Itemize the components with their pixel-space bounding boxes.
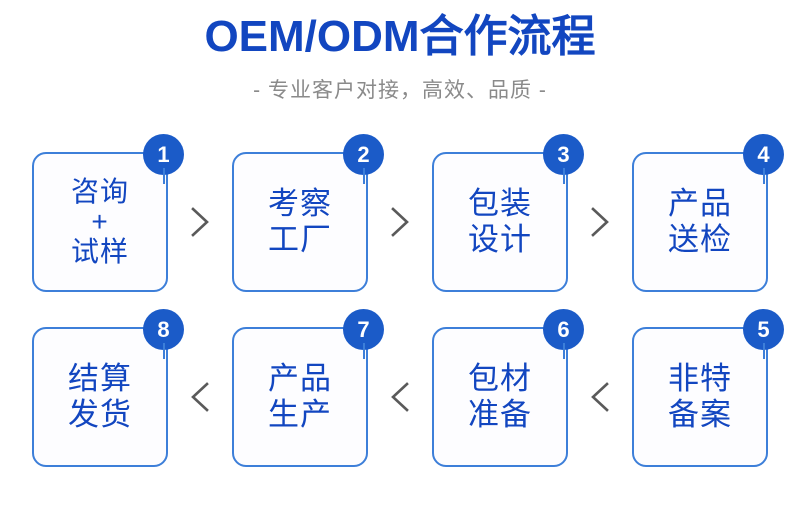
step-label: 包装 设计: [468, 186, 532, 257]
step-label: 产品 生产: [268, 361, 332, 432]
chevron-right-icon: [368, 152, 432, 292]
page-subtitle: - 专业客户对接，高效、品质 -: [253, 79, 547, 103]
chevron-left-icon: [168, 327, 232, 467]
chevron-left-icon: [368, 327, 432, 467]
step-label: 包材 准备: [468, 361, 532, 432]
step-label: 结算 发货: [68, 361, 132, 432]
page-title: OEM/ODM合作流程: [204, 12, 596, 61]
page-header: OEM/ODM合作流程 - 专业客户对接，高效、品质 -: [0, 0, 800, 104]
step-label: 咨询 + 试样: [70, 176, 129, 267]
step-number-badge: 2: [343, 134, 384, 184]
step-number-badge: 1: [143, 134, 184, 184]
step-number-badge: 6: [543, 309, 584, 359]
flow-step-1[interactable]: 1 咨询 + 试样: [32, 134, 184, 292]
step-label: 产品 送检: [668, 186, 732, 257]
step-number-badge: 7: [343, 309, 384, 359]
step-number-badge: 3: [543, 134, 584, 184]
chevron-left-icon: [568, 327, 632, 467]
step-label: 考察 工厂: [268, 186, 332, 257]
step-number-badge: 4: [743, 134, 784, 184]
step-number-badge: 8: [143, 309, 184, 359]
chevron-right-icon: [568, 152, 632, 292]
step-number-badge: 5: [743, 309, 784, 359]
chevron-right-icon: [168, 152, 232, 292]
step-box[interactable]: 1 咨询 + 试样: [32, 134, 184, 292]
step-label: 非特 备案: [668, 361, 732, 432]
